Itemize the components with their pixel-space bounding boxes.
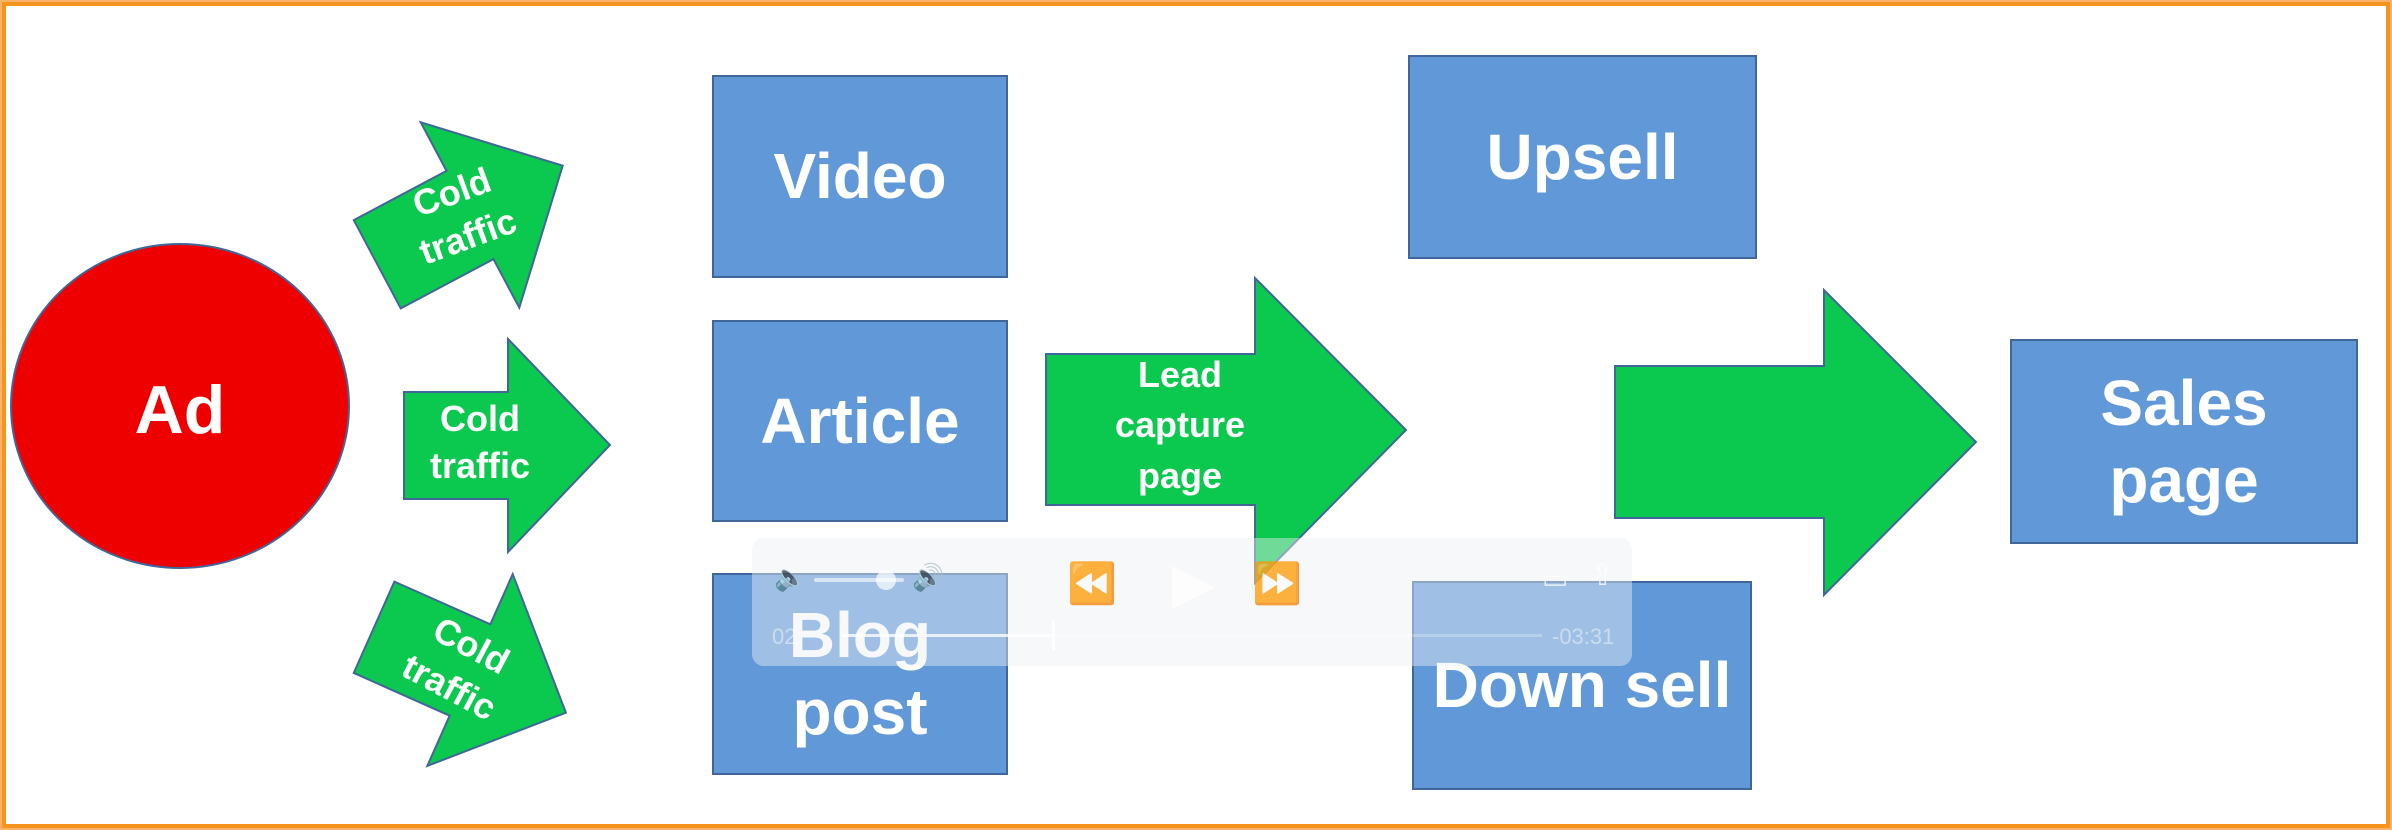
cold-traffic-arrow-middle xyxy=(403,336,612,555)
lead-capture-arrow xyxy=(1045,275,1408,586)
progress-fill xyxy=(842,634,1052,637)
play-icon[interactable]: ▶ xyxy=(1172,551,1216,614)
rewind-icon[interactable]: ⏪ xyxy=(1067,562,1117,606)
upsell-box: Upsell xyxy=(1408,55,1757,259)
sales-arrow xyxy=(1614,287,1978,598)
volume-knob[interactable] xyxy=(876,570,896,590)
video-box: Video xyxy=(712,75,1008,278)
share-icon[interactable]: ⇧ xyxy=(1590,559,1616,592)
progress-bar[interactable] xyxy=(842,620,1542,650)
ad-circle xyxy=(10,243,350,569)
elapsed-time: 02: xyxy=(772,624,803,649)
article-box: Article xyxy=(712,320,1008,522)
sales-page-box: Sales page xyxy=(2010,339,2358,544)
progress-handle[interactable] xyxy=(1052,620,1055,650)
fast-forward-icon[interactable]: ⏩ xyxy=(1252,562,1302,606)
remaining-time: -03:31 xyxy=(1552,624,1615,649)
cold-traffic-arrow-bottom xyxy=(352,571,568,768)
airplay-icon[interactable]: ▭ xyxy=(1542,563,1569,594)
volume-high-icon: 🔊 xyxy=(912,562,945,592)
volume-low-icon: 🔈 xyxy=(774,562,807,592)
ad-label: Ad xyxy=(134,372,226,448)
lead-capture-label: Lead capture page xyxy=(1114,354,1246,496)
video-player-overlay[interactable]: 🔈 🔊 ⏪ ▶ ⏩ ▭ ⇧ 02: -03:31 xyxy=(752,538,1632,666)
volume-slider[interactable] xyxy=(814,570,904,590)
down-sell-box: Down sell xyxy=(1412,581,1752,790)
cold-traffic-arrow-top xyxy=(352,120,564,311)
cold-traffic-label-middle: Cold traffic xyxy=(429,398,531,486)
